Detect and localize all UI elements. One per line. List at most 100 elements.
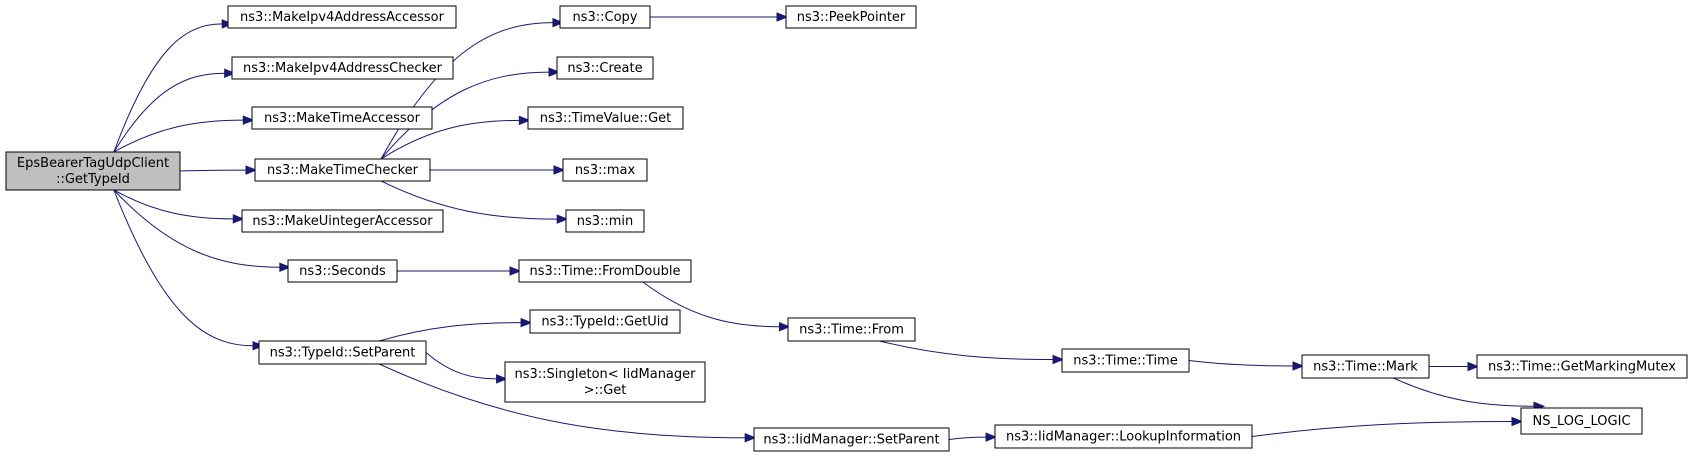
node-uintacc[interactable]: ns3::MakeUintegerAccessor	[241, 209, 444, 233]
node-box	[559, 5, 651, 29]
node-label: ns3::IidManager::LookupInformation	[1006, 430, 1241, 445]
edge-arrowhead	[1052, 354, 1065, 365]
edge-arrowhead	[518, 115, 531, 126]
node-from[interactable]: ns3::Time::From	[787, 317, 916, 342]
node-lookup[interactable]: ns3::IidManager::LookupInformation	[994, 424, 1253, 449]
edge-root-to-setparent	[113, 189, 265, 351]
edges	[113, 12, 1546, 443]
edge-setparent-to-singleton	[425, 352, 508, 384]
node-setparent[interactable]: ns3::TypeId::SetParent	[258, 340, 427, 365]
edge-arrowhead	[252, 341, 265, 351]
node-peek[interactable]: ns3::PeekPointer	[785, 5, 917, 29]
edge-root-to-timeacc	[113, 115, 255, 153]
edge-line	[1251, 421, 1513, 437]
node-label: NS_LOG_LOGIC	[1532, 414, 1630, 429]
node-label: ns3::max	[575, 163, 636, 178]
node-max[interactable]: ns3::max	[562, 158, 648, 182]
edge-line	[113, 189, 234, 220]
node-min[interactable]: ns3::min	[565, 209, 645, 233]
edge-line	[1393, 377, 1534, 407]
edge-line	[948, 436, 987, 440]
node-timeacc[interactable]: ns3::MakeTimeAccessor	[251, 106, 433, 130]
edge-seconds-to-fromdouble	[396, 266, 522, 276]
node-fromdouble[interactable]: ns3::Time::FromDouble	[518, 259, 692, 283]
node-seconds[interactable]: ns3::Seconds	[287, 259, 398, 283]
node-label: ns3::IidManager::SetParent	[763, 433, 939, 448]
node-label: EpsBearerTagUdpClient	[17, 156, 169, 171]
node-mark[interactable]: ns3::Time::Mark	[1301, 354, 1430, 379]
node-ipv4acc[interactable]: ns3::MakeIpv4AddressAccessor	[227, 5, 457, 29]
node-label: ns3::Singleton< IidManager	[514, 367, 696, 382]
edge-arrowhead	[509, 266, 522, 276]
node-box	[1520, 407, 1643, 435]
node-create[interactable]: ns3::Create	[556, 56, 654, 80]
node-box	[785, 5, 917, 29]
node-label: ns3::Copy	[572, 10, 637, 25]
edge-arrowhead	[224, 68, 237, 78]
node-label: ns3::Create	[567, 61, 642, 76]
edge-line	[113, 23, 223, 153]
edge-line	[380, 22, 553, 160]
edge-root-to-timechk	[179, 165, 258, 175]
edge-arrowhead	[548, 67, 561, 77]
edge-arrowhead	[496, 374, 508, 384]
edge-from-to-time	[879, 340, 1065, 365]
edge-arrowhead	[553, 165, 566, 175]
edge-arrowhead	[552, 17, 565, 28]
edge-fromdouble-to-from	[642, 281, 791, 332]
edge-arrowhead	[985, 432, 998, 442]
node-tvget[interactable]: ns3::TimeValue::Get	[527, 106, 684, 130]
edge-line	[113, 119, 244, 153]
node-label: ns3::TypeId::GetUid	[541, 315, 668, 330]
node-label: >::Get	[584, 383, 627, 398]
node-box	[5, 151, 181, 191]
node-ipv4chk[interactable]: ns3::MakeIpv4AddressChecker	[231, 56, 454, 80]
edge-setparent-to-iidsetparent	[379, 363, 757, 443]
node-label: ns3::min	[577, 214, 634, 229]
node-label: ns3::MakeTimeAccessor	[264, 111, 421, 126]
node-box	[258, 340, 427, 365]
node-time[interactable]: ns3::Time::Time	[1061, 348, 1190, 373]
edge-arrowhead	[221, 19, 234, 29]
edge-arrowhead	[776, 12, 789, 22]
node-label: ns3::MakeUintegerAccessor	[252, 214, 433, 229]
edge-arrowhead	[279, 262, 292, 272]
edge-line	[380, 71, 550, 160]
node-box	[251, 106, 433, 130]
node-label: ::GetTypeId	[56, 172, 130, 187]
node-iidsetparent[interactable]: ns3::IidManager::SetParent	[753, 427, 950, 452]
edge-line	[380, 119, 520, 160]
edge-timechk-to-tvget	[380, 115, 531, 160]
node-label: ns3::Time::FromDouble	[530, 264, 681, 279]
edge-arrowhead	[245, 165, 258, 175]
node-box	[527, 106, 684, 130]
node-label: ns3::TimeValue::Get	[540, 111, 672, 126]
node-label: ns3::MakeIpv4AddressAccessor	[240, 10, 445, 25]
node-label: ns3::Seconds	[299, 264, 386, 279]
edge-line	[113, 189, 254, 347]
edge-line	[380, 180, 558, 220]
node-box	[565, 209, 645, 233]
edge-line	[179, 169, 247, 172]
node-copy[interactable]: ns3::Copy	[559, 5, 651, 29]
node-box	[231, 56, 454, 80]
edge-line	[113, 72, 225, 153]
node-label: ns3::PeekPointer	[797, 10, 906, 25]
edge-arrowhead	[778, 321, 791, 332]
node-mutex[interactable]: ns3::Time::GetMarkingMutex	[1476, 354, 1688, 379]
node-singleton[interactable]: ns3::Singleton< IidManager>::Get	[504, 361, 706, 403]
node-log[interactable]: NS_LOG_LOGIC	[1520, 407, 1643, 435]
edge-arrowhead	[232, 214, 245, 224]
node-label: ns3::Time::Time	[1073, 354, 1177, 369]
edge-timechk-to-min	[380, 180, 569, 224]
node-box	[504, 361, 706, 403]
node-timechk[interactable]: ns3::MakeTimeChecker	[254, 158, 431, 182]
node-box	[753, 427, 950, 452]
edge-mark-to-log	[1393, 377, 1546, 411]
edge-line	[379, 363, 746, 439]
node-getuid[interactable]: ns3::TypeId::GetUid	[529, 309, 681, 334]
node-root[interactable]: EpsBearerTagUdpClient::GetTypeId	[5, 151, 181, 191]
node-box	[1476, 354, 1688, 379]
nodes: EpsBearerTagUdpClient::GetTypeIdns3::Mak…	[5, 5, 1688, 452]
edge-line	[379, 322, 522, 342]
